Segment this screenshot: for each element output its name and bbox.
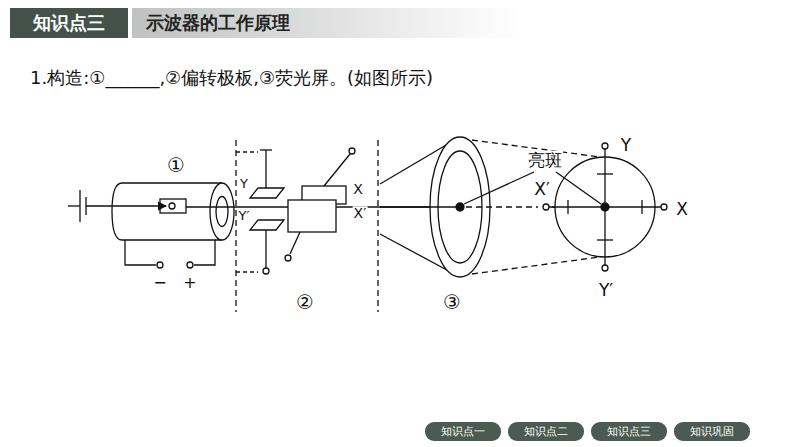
y-deflection-plates <box>236 271 258 272</box>
y-deflection-plates <box>236 150 284 274</box>
y-deflection-plates <box>263 268 269 274</box>
section-tag: 知识点三 <box>10 8 128 38</box>
plate-label: X′ <box>353 206 368 221</box>
screen-tube <box>380 206 457 207</box>
header-bar <box>128 8 522 38</box>
screen-face <box>641 200 642 214</box>
node-text: 知识点三 <box>33 11 105 35</box>
node-text: 知识点三 <box>607 424 651 439</box>
node-text: 知识点二 <box>524 424 568 439</box>
battery <box>68 190 166 222</box>
x-deflection-plates <box>290 232 300 254</box>
electron-gun <box>112 183 234 240</box>
callout-number: ② <box>295 291 315 313</box>
intro-text: 1.构造:①______,②偏转极板,③荧光屏。(如图所示) <box>30 68 433 88</box>
x-deflection-plates <box>285 255 291 261</box>
gun-wires <box>187 262 193 268</box>
section-divider <box>235 140 236 312</box>
plate-label: X <box>352 182 364 197</box>
section-title: 示波器的工作原理 <box>146 13 290 33</box>
axis-label: X′ <box>533 180 551 199</box>
plate-label: Y′ <box>238 209 251 223</box>
leader-line <box>556 172 601 204</box>
y-deflection-plates <box>260 149 272 150</box>
terminal-sign: + <box>182 274 197 292</box>
nav-button: 知识巩固 <box>674 422 750 441</box>
electron-gun <box>169 203 175 209</box>
bright-spot-label: 亮斑 <box>527 151 563 170</box>
axis-label: Y <box>620 136 632 155</box>
axis-label: X <box>675 200 689 219</box>
callout-number: ① <box>166 154 186 176</box>
leader-line <box>464 172 601 204</box>
electron-beam <box>186 206 460 207</box>
screen-tube <box>456 203 464 211</box>
x-deflection-plates <box>349 148 355 154</box>
electron-beam <box>186 206 288 207</box>
nav-button: 知识点二 <box>508 422 584 441</box>
y-deflection-plates <box>265 150 266 188</box>
screen-face <box>602 265 608 271</box>
nav-button: 知识点一 <box>425 422 501 441</box>
node-text: 知识点一 <box>441 424 485 439</box>
screen-face <box>597 239 613 240</box>
electron-gun <box>210 183 234 240</box>
y-deflection-plates <box>250 188 284 198</box>
battery <box>68 205 80 206</box>
gun-wires <box>125 240 215 268</box>
screen-face <box>602 143 608 149</box>
plate-label: Y <box>239 177 249 191</box>
header-bar <box>132 8 522 38</box>
y-deflection-plates <box>265 230 266 268</box>
gun-wires <box>125 240 156 265</box>
electron-gun <box>160 199 186 213</box>
screen-face <box>661 204 667 210</box>
battery <box>86 205 166 206</box>
electron-gun <box>216 197 228 227</box>
y-deflection-plates <box>236 151 258 152</box>
node-text: 知识巩固 <box>690 424 734 439</box>
electron-gun <box>112 183 222 240</box>
terminal-sign: − <box>152 274 167 292</box>
callout-number: ③ <box>442 291 462 313</box>
screen-tube <box>380 137 490 277</box>
projection-line <box>472 257 600 274</box>
screen-face <box>543 204 549 210</box>
header-bar <box>128 8 132 38</box>
y-deflection-plates <box>250 220 284 230</box>
screen-face <box>567 200 568 214</box>
x-deflection-plates <box>324 154 350 186</box>
section-divider <box>236 140 378 312</box>
axis-label: Y′ <box>598 281 614 300</box>
nav-button: 知识点三 <box>591 422 667 441</box>
oscilloscope-illustration <box>68 137 667 312</box>
x-deflection-plates <box>288 200 336 232</box>
gun-wires <box>157 262 163 268</box>
leader-line <box>464 172 534 204</box>
section-divider <box>377 140 378 312</box>
x-deflection-plates <box>285 148 355 261</box>
screen-face <box>601 203 609 211</box>
gun-wires <box>194 240 215 265</box>
screen-face <box>597 173 613 174</box>
projection-line <box>466 206 538 207</box>
